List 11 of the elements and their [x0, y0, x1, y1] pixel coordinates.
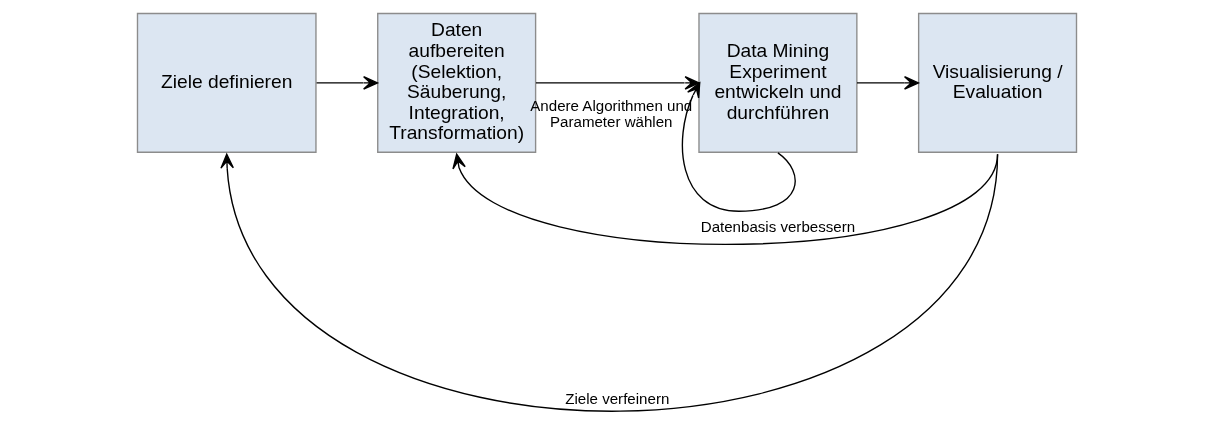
- node-box: Visualisierung / Evaluation: [917, 12, 1078, 153]
- arrow: [856, 76, 919, 90]
- edge-label: Ziele verfeinern: [565, 389, 670, 407]
- arrow: [220, 153, 999, 412]
- edge-label: Datenbasis verbessern: [700, 218, 856, 236]
- arrow: [681, 82, 796, 212]
- arrow: [535, 76, 700, 90]
- arrow: [452, 153, 999, 245]
- node-box: Data Mining Experiment entwickeln und durchführen: [698, 12, 858, 153]
- node-box: Ziele definieren: [136, 12, 317, 153]
- arrow: [315, 76, 379, 90]
